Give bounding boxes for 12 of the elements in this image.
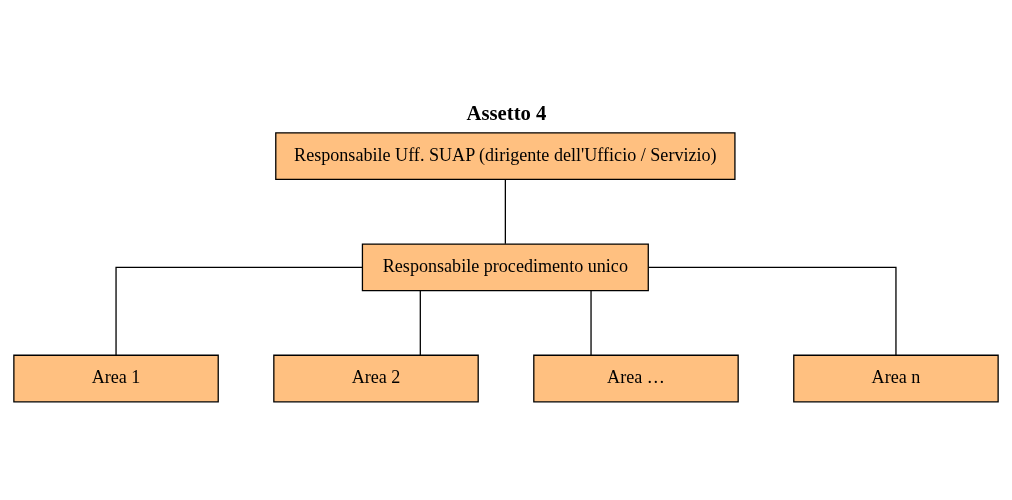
node-box: Area 1 [13, 354, 219, 402]
connector [115, 266, 363, 356]
diagram-title: Assetto 4 [466, 101, 547, 124]
node-box: Responsabile procedimento unico [361, 242, 649, 291]
node-box: Area 2 [273, 354, 479, 402]
node-box: Responsabile Uff. SUAP (dirigente dell'Ufficio / Servizio) [275, 131, 736, 180]
node-box: Area n [793, 354, 999, 402]
connector [419, 289, 421, 356]
connector [647, 266, 897, 356]
connector [590, 289, 592, 356]
connector [504, 178, 506, 244]
node-box: Area … [533, 354, 739, 402]
